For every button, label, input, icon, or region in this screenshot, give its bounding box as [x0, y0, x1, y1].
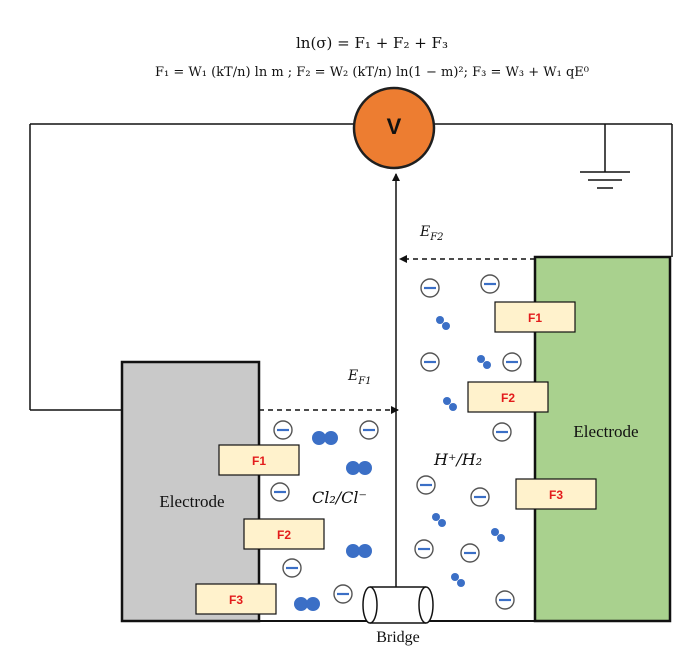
- voltmeter: V: [352, 86, 436, 170]
- left-electrode-label: Electrode: [159, 492, 224, 511]
- ef2-label: EF2: [419, 224, 444, 243]
- cl2-molecule-icon: [346, 544, 372, 558]
- cl2-molecule-icon: [294, 597, 320, 611]
- equation-line-2: F₁ = W₁ (kT/n) ln m ; F₂ = W₂ (kT/n) ln(…: [155, 65, 589, 80]
- anion-icon: [469, 486, 491, 508]
- factor-box-label: F2: [277, 528, 291, 542]
- factor-box-left-f3: F3: [195, 583, 277, 615]
- factor-box-label: F3: [229, 593, 243, 607]
- h2-molecule-icon: [443, 397, 457, 411]
- right-species-label: H⁺/H₂: [433, 450, 482, 469]
- factor-box-right-f1: F1: [494, 301, 576, 333]
- circuit-wires: [29, 123, 673, 411]
- anion-icon: [419, 277, 441, 299]
- right-electrode-label: Electrode: [573, 422, 638, 441]
- anion-icon: [491, 421, 513, 443]
- anion-icon: [281, 557, 303, 579]
- anion-icon: [479, 273, 501, 295]
- cl2-molecule-icon: [312, 431, 338, 445]
- left-species-label: Cl₂/Cl⁻: [312, 488, 367, 507]
- factor-box-right-f3: F3: [515, 478, 597, 510]
- h2-molecule-icon: [451, 573, 465, 587]
- right-electrode: Electrode: [533, 255, 672, 623]
- anion-icon: [494, 589, 516, 611]
- h2-molecule-icon: [491, 528, 505, 542]
- factor-box-label: F3: [549, 488, 563, 502]
- factor-box-label: F2: [501, 391, 515, 405]
- anion-icon: [501, 351, 523, 373]
- h2-molecule-icon: [477, 355, 491, 369]
- factor-box-label: F1: [528, 311, 542, 325]
- anion-icon: [459, 542, 481, 564]
- h2-molecule-icon: [432, 513, 446, 527]
- factor-box-right-f2: F2: [467, 381, 549, 413]
- anion-icon: [358, 419, 380, 441]
- anion-icon: [272, 419, 294, 441]
- anion-icon: [269, 481, 291, 503]
- bridge-label: Bridge: [376, 629, 420, 646]
- anion-icon: [415, 474, 437, 496]
- equation-line-1: ln(σ) = F₁ + F₂ + F₃: [296, 34, 448, 52]
- cl2-molecule-icon: [346, 461, 372, 475]
- anion-icon: [332, 583, 354, 605]
- factor-box-left-f1: F1: [218, 444, 300, 476]
- factor-box-left-f2: F2: [243, 518, 325, 550]
- anion-icon: [419, 351, 441, 373]
- anion-icon: [413, 538, 435, 560]
- left-electrode: Electrode: [120, 360, 261, 623]
- h2-molecule-icon: [436, 316, 450, 330]
- ef1-label: EF1: [347, 368, 372, 387]
- factor-box-label: F1: [252, 454, 266, 468]
- ground-symbol: [580, 171, 630, 189]
- salt-bridge: [362, 586, 434, 624]
- voltmeter-label: V: [387, 114, 402, 139]
